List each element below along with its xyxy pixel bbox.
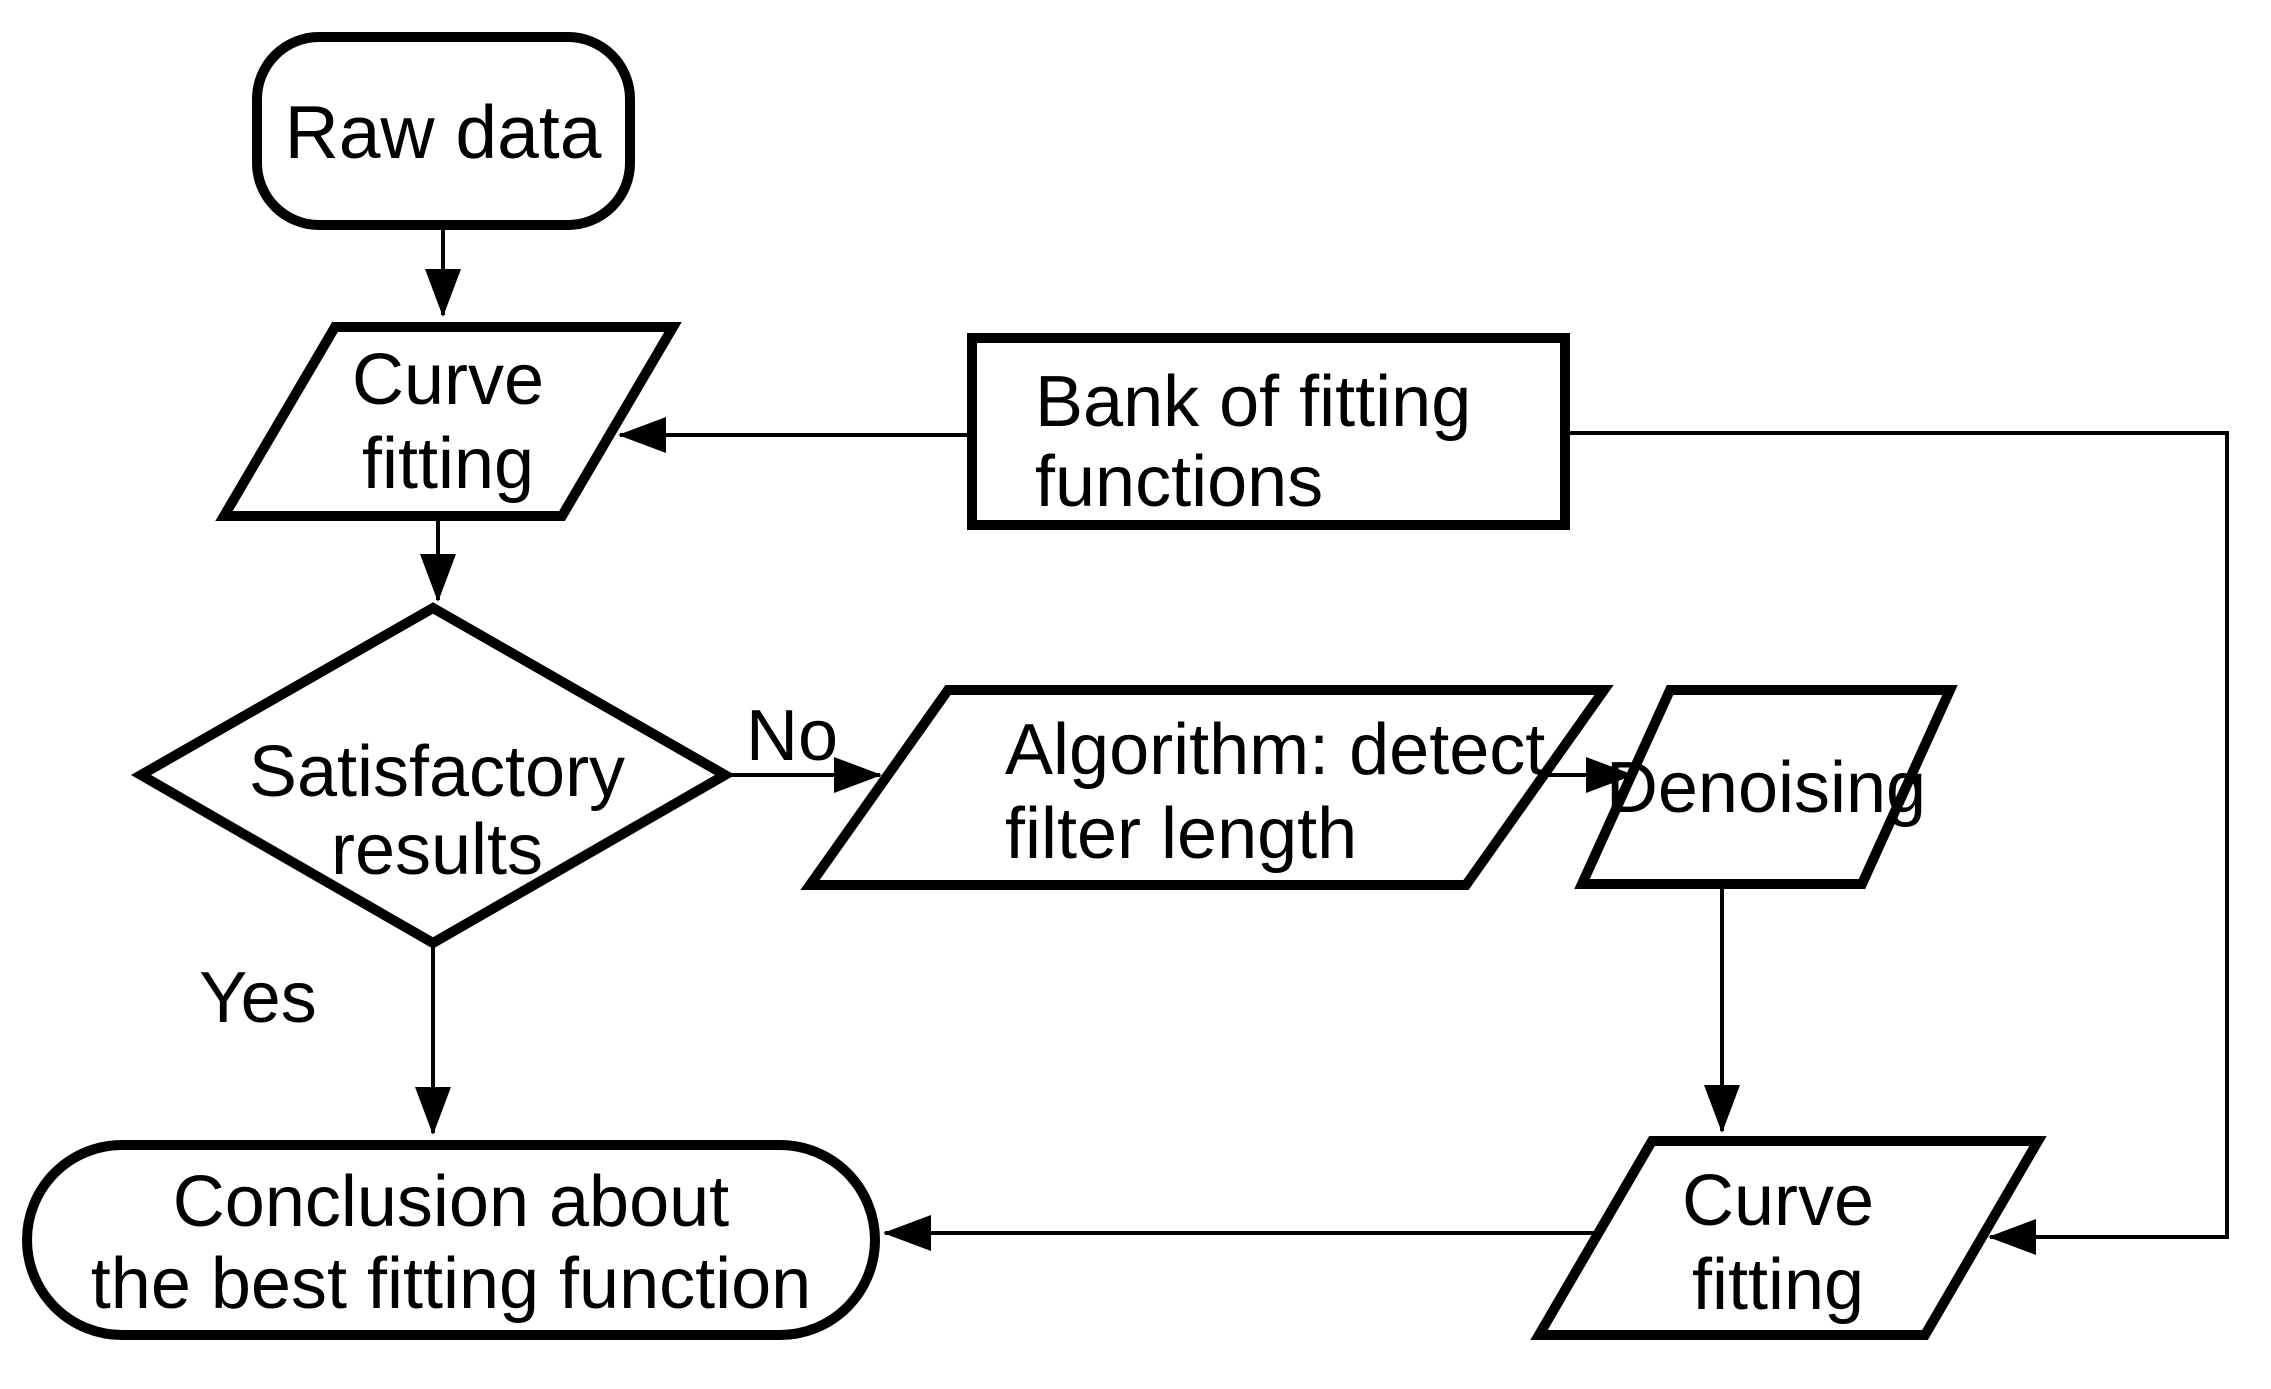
raw-data-shape	[252, 32, 635, 230]
conclusion-shape	[22, 1140, 880, 1340]
raw-data-label: Raw data	[285, 90, 602, 174]
algorithm-label-line1: Algorithm: detect	[1005, 710, 1545, 790]
denoising-shape	[1574, 685, 1958, 889]
node-decision-satisfactory-results: Satisfactory results	[130, 602, 736, 949]
decision-shape	[130, 602, 736, 949]
bank-shape	[967, 333, 1570, 530]
algorithm-label-line2: filter length	[1005, 794, 1357, 874]
conclusion-label-line2: the best fitting function	[91, 1244, 811, 1324]
curve-fitting-bottom-shape	[1530, 1136, 2047, 1340]
conclusion-label-line1: Conclusion about	[173, 1162, 729, 1242]
bank-label-line1: Bank of fitting	[1035, 362, 1471, 442]
curve-fitting-bottom-label-line1: Curve	[1682, 1161, 1874, 1241]
curve-fitting-top-label-line1: Curve	[352, 340, 544, 420]
node-curve-fitting-top: Curve fitting	[215, 322, 682, 521]
algorithm-shape	[800, 685, 1614, 890]
node-bank-of-fitting-functions: Bank of fitting functions	[967, 333, 1570, 530]
decision-label-line2: results	[331, 810, 543, 890]
denoising-label: Denoising	[1606, 748, 1926, 828]
node-raw-data: Raw data	[252, 32, 635, 230]
bank-label-line2: functions	[1035, 442, 1323, 522]
node-denoising: Denoising	[1574, 685, 1958, 889]
curve-fitting-bottom-label-line2: fitting	[1692, 1245, 1864, 1325]
node-curve-fitting-bottom: Curve fitting	[1530, 1136, 2047, 1340]
curve-fitting-top-label-line2: fitting	[362, 424, 534, 504]
edge-label-yes: Yes	[199, 958, 316, 1038]
curve-fitting-top-shape	[215, 322, 682, 521]
edge-label-no: No	[746, 696, 838, 776]
node-algorithm-detect-filter-length: Algorithm: detect filter length	[800, 685, 1614, 890]
node-conclusion: Conclusion about the best fitting functi…	[22, 1140, 880, 1340]
edge-bank-to-curvefitting-bottom	[1565, 431, 2229, 1255]
decision-label-line1: Satisfactory	[249, 732, 625, 812]
